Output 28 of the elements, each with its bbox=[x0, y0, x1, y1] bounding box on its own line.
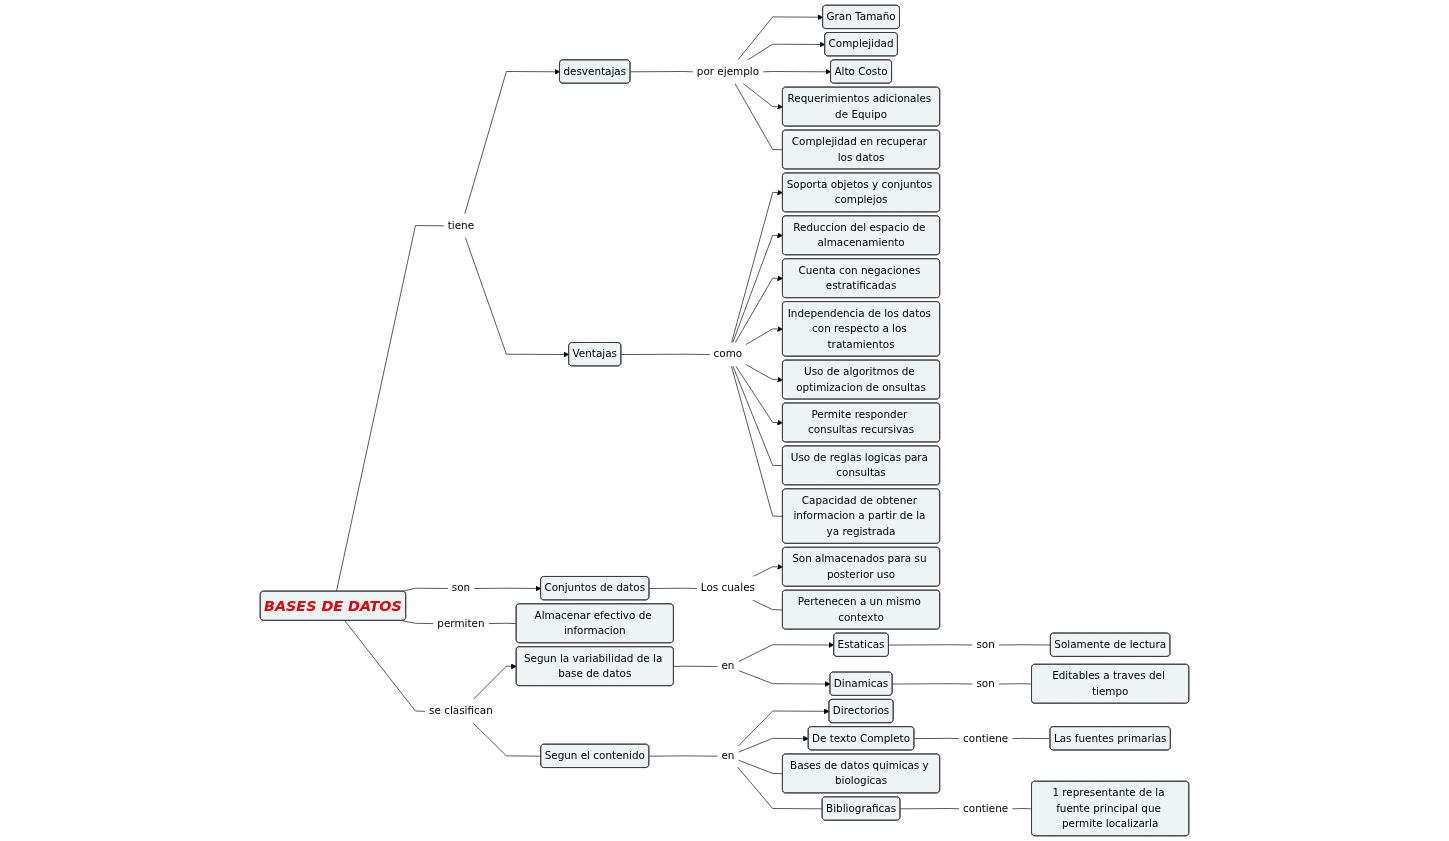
node-text: se clasifican bbox=[429, 704, 493, 717]
node-text: en bbox=[721, 749, 735, 762]
node-text: tiene bbox=[447, 219, 475, 232]
connector bbox=[892, 683, 974, 685]
connector bbox=[673, 665, 719, 667]
connector bbox=[888, 644, 974, 646]
node-text: Los cuales bbox=[700, 581, 755, 595]
node-text: contiene bbox=[963, 802, 1009, 815]
connector bbox=[648, 587, 698, 589]
connector bbox=[401, 620, 435, 624]
node-text: como bbox=[713, 347, 743, 361]
connector bbox=[336, 225, 445, 592]
connector bbox=[488, 622, 517, 624]
connector bbox=[648, 755, 719, 757]
node-text: permiten bbox=[437, 616, 485, 630]
node-text: en bbox=[721, 659, 735, 673]
connector bbox=[737, 766, 823, 810]
node-text: son bbox=[976, 638, 995, 651]
connector bbox=[1012, 738, 1051, 739]
node-text: por ejemplo bbox=[696, 64, 760, 78]
connector bbox=[630, 71, 694, 73]
node-text: contiene bbox=[963, 731, 1009, 745]
connector bbox=[620, 353, 711, 355]
connector bbox=[344, 620, 426, 712]
node-text: son bbox=[976, 677, 995, 690]
node-text: son bbox=[451, 581, 471, 595]
connector bbox=[472, 722, 542, 757]
connector bbox=[913, 738, 960, 739]
